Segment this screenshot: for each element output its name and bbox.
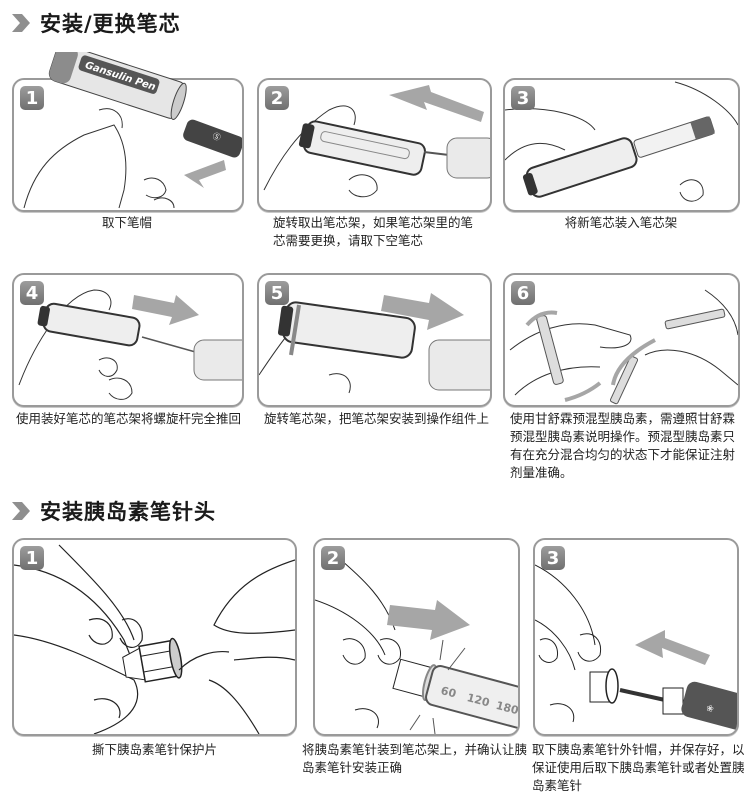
step-panel-1-3: 3: [503, 78, 740, 212]
attach-needle-illustration: 60 120 180: [315, 554, 518, 734]
step-panel-1-5: 5: [257, 273, 492, 407]
step-panel-1-6: 6: [503, 273, 740, 407]
section-title-text: 安装/更换笔芯: [40, 12, 181, 36]
step-number-badge: 1: [20, 546, 44, 570]
section-title-text: 安装胰岛素笔针头: [40, 500, 216, 524]
scale-mark-60: 60: [439, 684, 457, 701]
svg-text:❀: ❀: [705, 704, 715, 716]
scale-mark-120: 120: [465, 691, 491, 710]
step-panel-1-4: 4: [12, 273, 244, 407]
remove-pen-cap-illustration: Ⓢ: [23, 108, 242, 209]
chevron-right-icon: [12, 14, 30, 32]
peel-needle-tab-illustration: [14, 544, 295, 734]
step-number-badge: 2: [265, 86, 289, 110]
remove-outer-needle-cap-illustration: ❀: [535, 564, 737, 732]
step-panel-2-3: ❀ 3: [533, 538, 739, 736]
step-number-badge: 6: [511, 281, 535, 305]
section-title-replace-cartridge: 安装/更换笔芯: [10, 8, 181, 38]
step-caption: 旋转取出笔芯架，如果笔芯架里的笔芯需要更换，请取下空笔芯: [273, 215, 474, 248]
push-back-lead-screw-illustration: [18, 289, 242, 400]
step-number-badge: 3: [541, 546, 565, 570]
step-number-badge: 4: [20, 281, 44, 305]
step-caption: 将胰岛素笔针装到笔芯架上，并确认让胰岛素笔针安装正确: [302, 742, 528, 775]
svg-text:Ⓢ: Ⓢ: [211, 131, 222, 142]
step-panel-1-2: 2: [257, 78, 492, 212]
step-panel-2-1: 1: [12, 538, 297, 736]
step-caption: 旋转笔芯架，把笔芯架安装到操作组件上: [264, 411, 490, 426]
step-caption: 取下笔帽: [101, 215, 152, 230]
insert-new-cartridge-illustration: [505, 81, 738, 202]
mix-premixed-insulin-illustration: [509, 289, 738, 405]
step-caption: 撕下胰岛素笔针保护片: [91, 742, 217, 757]
attach-cartridge-holder-illustration: [259, 293, 490, 394]
step-number-badge: 1: [20, 86, 44, 110]
step-number-badge: 3: [511, 86, 535, 110]
step-caption: 使用装好笔芯的笔芯架将螺旋杆完全推回: [16, 411, 242, 426]
pen-cap-illustration: Gansulin Pen: [48, 52, 187, 121]
scale-mark-180: 180: [494, 699, 518, 718]
step-panel-2-2: 60 120 180 2: [313, 538, 520, 736]
step-number-badge: 5: [265, 281, 289, 305]
step-caption: 使用甘舒霖预混型胰岛素，需遵照甘舒霖预混型胰岛素说明操作。预混型胰岛素只有在充分…: [510, 411, 736, 480]
step-caption: 取下胰岛素笔针外针帽，并保存好，以保证使用后取下胰岛素笔针或者处置胰岛素笔针: [532, 742, 745, 793]
twist-out-cartridge-holder-illustration: [263, 85, 490, 198]
step-number-badge: 2: [321, 546, 345, 570]
chevron-right-icon: [12, 502, 30, 520]
section-title-install-needle: 安装胰岛素笔针头: [10, 496, 216, 526]
step-caption: 将新笔芯装入笔芯架: [564, 215, 678, 230]
